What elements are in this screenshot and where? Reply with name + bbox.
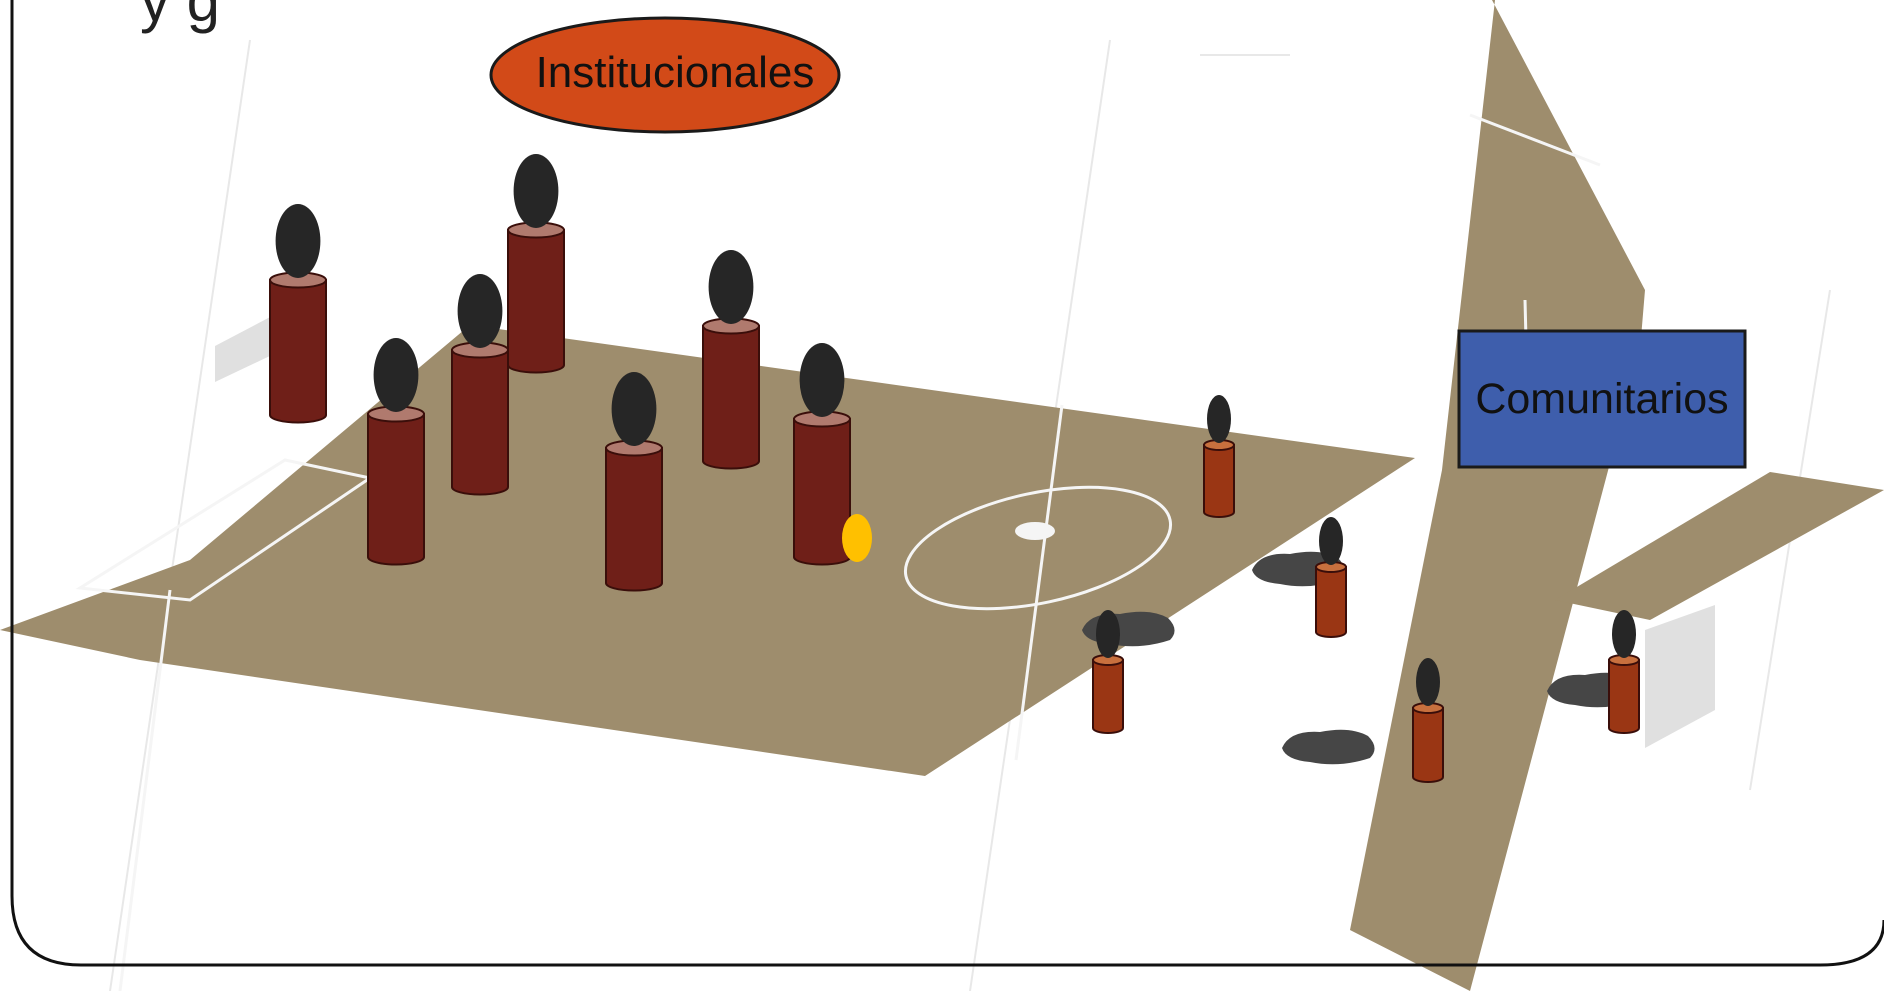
institutional-figure-body xyxy=(367,413,425,566)
left-goal xyxy=(215,316,272,382)
comunitarios-label: Comunitarios xyxy=(1475,374,1729,423)
institutional-figure-body xyxy=(451,349,509,496)
field-markings xyxy=(75,404,1173,991)
institutional-figure-body xyxy=(269,279,327,424)
community-figure xyxy=(1608,610,1640,734)
slide-frame xyxy=(10,0,1884,967)
rock-blob xyxy=(1082,611,1175,647)
community-figure xyxy=(1412,658,1444,783)
institutional-figure-body xyxy=(507,229,565,374)
institutional-figure-body xyxy=(793,418,851,566)
institutional-figure-head xyxy=(799,343,845,417)
diagonal-strip xyxy=(1350,0,1645,991)
penalty-area xyxy=(75,458,374,602)
community-figure-head xyxy=(1319,517,1343,565)
institutional-figure xyxy=(269,204,327,424)
community-figure xyxy=(1315,517,1347,638)
institutional-figure-head xyxy=(611,372,657,446)
community-figure xyxy=(1203,395,1235,518)
community-figure-body xyxy=(1608,659,1640,734)
comunitarios-box xyxy=(1457,329,1747,469)
center-spot xyxy=(1015,522,1055,540)
community-figure-body xyxy=(1412,707,1444,783)
institutional-figure-head xyxy=(275,204,321,278)
institutional-figure-head xyxy=(513,154,559,228)
institutional-figure xyxy=(605,372,663,592)
institucionales-ellipse xyxy=(489,16,841,134)
community-figure-head xyxy=(1612,610,1636,658)
institutional-figure-body xyxy=(605,447,663,592)
institutional-figure-body xyxy=(702,325,760,470)
institutional-figure xyxy=(793,343,851,566)
institutional-figure xyxy=(451,274,509,496)
right-field xyxy=(1555,472,1884,620)
community-figure-head xyxy=(1207,395,1231,443)
main-field xyxy=(0,325,1415,776)
community-figure-body xyxy=(1092,659,1124,734)
institutional-figure-head xyxy=(457,274,503,348)
rock-blob xyxy=(1282,729,1375,765)
sideline xyxy=(118,589,172,991)
community-figure-head xyxy=(1416,658,1440,706)
center-circle xyxy=(903,485,1173,611)
right-goal xyxy=(1645,605,1715,748)
slide-title-fragment: y g xyxy=(140,0,221,34)
halfway-line xyxy=(1014,404,1064,761)
institutional-figure xyxy=(702,250,760,470)
institucionales-label: Institucionales xyxy=(535,48,815,97)
community-figure-body xyxy=(1203,444,1235,518)
institutional-figure xyxy=(507,154,565,374)
community-figure-body xyxy=(1315,566,1347,638)
institutional-figure-head xyxy=(373,338,419,412)
figures-layer xyxy=(269,154,1640,783)
community-figure-head xyxy=(1096,610,1120,658)
community-figure xyxy=(1092,610,1124,734)
institutional-figure xyxy=(367,338,425,566)
institutional-figure-head xyxy=(708,250,754,324)
ball xyxy=(842,514,872,562)
